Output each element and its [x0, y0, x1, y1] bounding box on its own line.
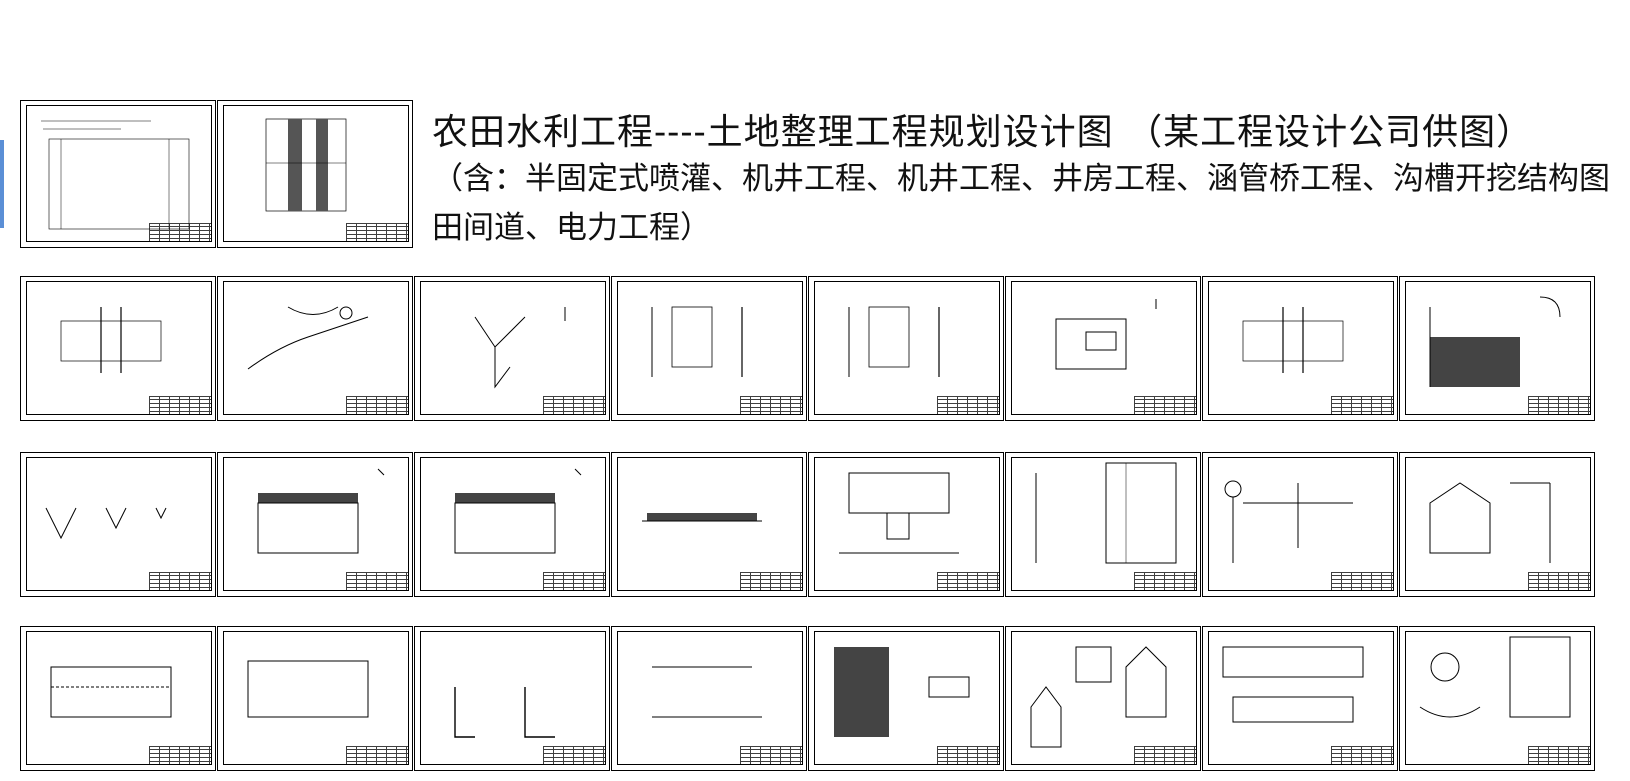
drawing-thumbnail[interactable]: [217, 100, 413, 248]
drawing-thumbnail[interactable]: [20, 626, 216, 771]
drawing-thumbnail[interactable]: [1399, 276, 1595, 421]
drawing-thumbnail[interactable]: [808, 626, 1004, 771]
profile-drawing-icon: [454, 468, 582, 554]
profile-drawing-icon: [257, 468, 385, 554]
section-drawing-icon: [1429, 296, 1561, 387]
drawing-thumbnail[interactable]: [414, 276, 610, 421]
drawing-thumbnail[interactable]: [1399, 626, 1595, 771]
drawing-thumbnail[interactable]: [20, 100, 216, 248]
side-tab-indicator[interactable]: [0, 140, 4, 228]
pipe-details-icon: [454, 687, 555, 738]
drawing-thumbnail[interactable]: [217, 276, 413, 421]
drawing-thumbnail[interactable]: [217, 452, 413, 597]
pipe-drawing-icon: [651, 306, 743, 377]
drawing-thumbnail[interactable]: [1005, 452, 1201, 597]
document-subtitle: （含：半固定式喷灌、机井工程、机井工程、井房工程、涵管桥工程、沟槽开挖结构图田间…: [432, 161, 1610, 246]
tree-drawing-icon: [474, 307, 566, 389]
plan-drawing-icon: [1242, 307, 1344, 373]
house-details-icon: [1030, 646, 1167, 748]
document-title: 农田水利工程----土地整理工程规划设计图 （某工程设计公司供图）: [432, 112, 1534, 153]
hatch-block-icon: [834, 647, 970, 737]
drawing-thumbnail[interactable]: [611, 626, 807, 771]
field-road-icon: [839, 472, 959, 554]
channel-section-icon: [45, 507, 167, 540]
schematic-drawing-icon: [1055, 299, 1157, 370]
plan-drawing-icon: [60, 307, 162, 373]
mixed-details-icon: [1419, 636, 1571, 718]
drawing-thumbnail[interactable]: [20, 452, 216, 597]
drawing-thumbnail[interactable]: [611, 276, 807, 421]
rect-plan-icon: [247, 660, 369, 718]
pipe-drawing-icon: [848, 306, 940, 377]
pole-drawing-icon: [1224, 480, 1353, 563]
well-house-icon: [1429, 482, 1551, 563]
drawing-thumbnail[interactable]: [1005, 626, 1201, 771]
drawing-thumbnail[interactable]: [1005, 276, 1201, 421]
drawing-table-icon: [265, 118, 347, 212]
details-table-icon: [1035, 462, 1177, 564]
drawing-thumbnail[interactable]: [808, 276, 1004, 421]
drawing-index-icon: [41, 120, 190, 230]
drawing-thumbnail[interactable]: [217, 626, 413, 771]
drawing-thumbnail[interactable]: [808, 452, 1004, 597]
drawing-thumbnail[interactable]: [414, 452, 610, 597]
drawing-thumbnail[interactable]: [414, 626, 610, 771]
drawing-thumbnail[interactable]: [1202, 626, 1398, 771]
drawing-thumbnail[interactable]: [1202, 452, 1398, 597]
road-profile-icon: [642, 513, 762, 522]
pipe-rows-icon: [652, 666, 762, 718]
drawing-thumbnail[interactable]: [1202, 276, 1398, 421]
network-drawing-icon: [247, 306, 369, 370]
bridge-drawing-icon: [1222, 646, 1364, 723]
drawing-thumbnail[interactable]: [20, 276, 216, 421]
drawing-thumbnail[interactable]: [611, 452, 807, 597]
drawing-thumbnail[interactable]: [1399, 452, 1595, 597]
long-plan-icon: [50, 666, 172, 718]
